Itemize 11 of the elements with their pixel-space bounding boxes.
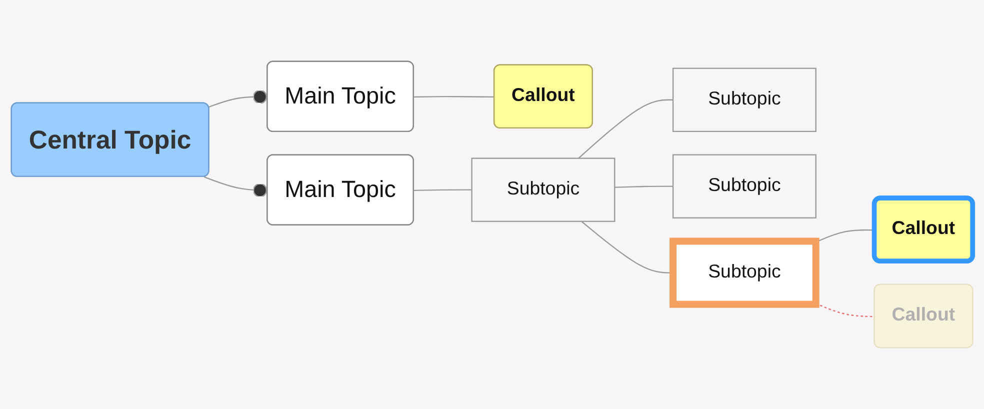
node-box: [672, 68, 816, 132]
node-box: [471, 158, 616, 222]
node-box: [672, 154, 816, 219]
mind-map-diagram: Central Topic Main Topic Callout Main Topic Subtopic Subtopic Subtopic Subtopic Callout Callout: [2, 52, 982, 357]
connector: [614, 186, 674, 188]
node-box: [670, 238, 820, 308]
connector: [414, 189, 472, 192]
connector: [204, 176, 268, 198]
connector: [208, 90, 268, 108]
connector: [414, 96, 495, 98]
connector: [578, 99, 674, 159]
